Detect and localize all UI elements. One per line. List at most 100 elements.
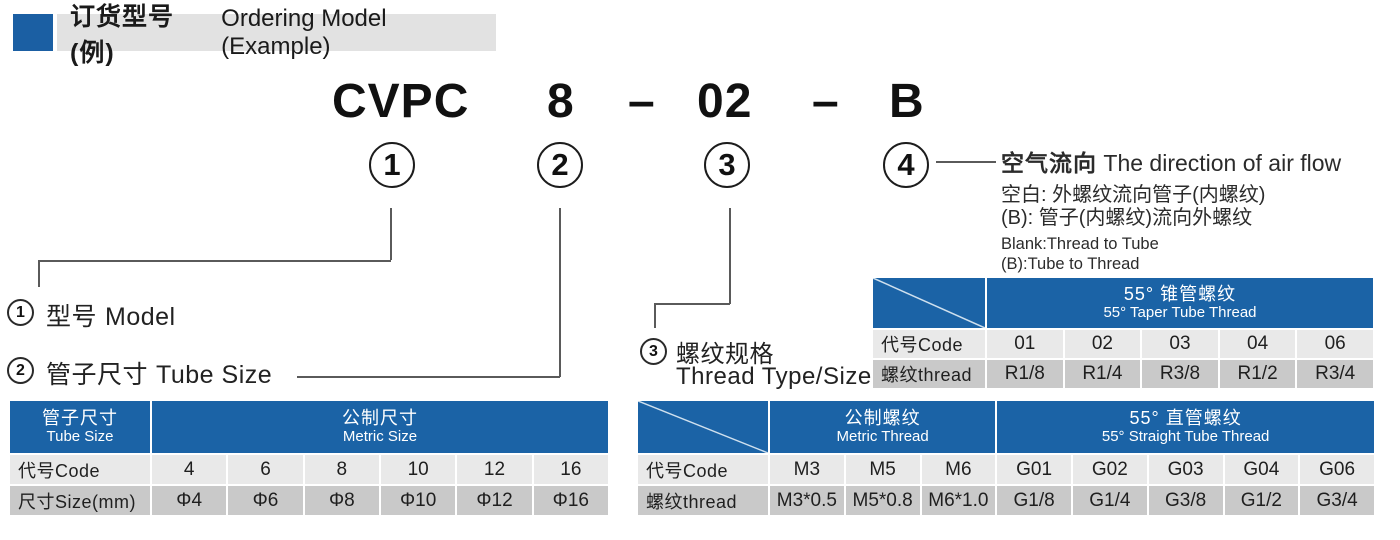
taper-code-cell: 04 [1219,330,1296,358]
taper-code-cell: 06 [1297,330,1373,358]
label-circle-3: 3 [640,338,667,365]
metric-thread-group-zh: 公制螺纹 [844,407,921,428]
taper-thread-cell: R1/2 [1219,360,1296,388]
label-thread-type-en: Thread Type/Size [676,363,872,390]
leader-line-3a [729,208,731,304]
air-flow-title-en: The direction of air flow [1103,150,1342,176]
label-tube-size-en: Tube Size [156,361,273,389]
air-flow-blank-zh: 空白: 外螺纹流向管子(内螺纹) [1001,184,1266,206]
model-code-thread: 02 [697,75,753,128]
label-thread-type-zh: 螺纹规格 [676,341,774,368]
leader-line-2b [297,376,560,378]
diagonal-line [873,278,985,328]
thread-value-cell: G1/2 [1224,486,1299,515]
thread-thread-row-label: 螺纹thread [638,486,768,515]
callout-circle-3: 3 [704,142,750,188]
label-tube-size-zh: 管子尺寸 [46,361,149,389]
section-title-en: Ordering Model (Example) [221,4,387,60]
thread-value-cell: G3/4 [1300,486,1374,515]
tube-code-cell: 16 [533,455,608,484]
thread-value-cell: M6*1.0 [921,486,996,515]
metric-thread-group-en: Metric Thread [836,427,929,445]
taper-group-zh: 55° 锥管螺纹 [1123,283,1237,304]
tube-size-cell: Φ16 [533,486,608,515]
tube-size-cell: Φ4 [152,486,227,515]
thread-diagonal-cell [638,401,768,453]
tube-size-row-label: 尺寸Size(mm) [10,486,150,515]
tube-size-cell: Φ12 [457,486,532,515]
leader-line-1a [390,208,392,260]
taper-group-en: 55° Taper Tube Thread [1103,303,1257,321]
thread-value-cell: M3*0.5 [770,486,844,515]
model-code-prefix: CVPC [332,75,470,128]
thread-value-cell: M5*0.8 [845,486,920,515]
metric-thread-group-header: 公制螺纹 Metric Thread [770,401,996,453]
leader-line-3c [654,303,656,328]
label-circle-1: 1 [7,299,34,326]
taper-code-cell: 02 [1064,330,1141,358]
thread-value-cell: G1/8 [997,486,1071,515]
taper-thread-cell: R3/8 [1142,360,1218,388]
taper-thread-row-label: 螺纹thread [873,360,985,388]
thread-code-cell: M6 [921,455,996,484]
tube-code-cell: 12 [457,455,532,484]
air-flow-b-en: (B):Tube to Thread [1001,255,1140,273]
callout-circle-4: 4 [883,142,929,188]
tube-group-header: 公制尺寸 Metric Size [152,401,608,453]
model-code-dash-2: – [812,75,840,128]
model-code-tube-size: 8 [547,75,575,128]
taper-code-row-label: 代号Code [873,330,985,358]
tube-corner-zh: 管子尺寸 [42,407,118,428]
tube-code-cell: 6 [228,455,303,484]
tube-size-table: 管子尺寸 Tube Size 公制尺寸 Metric Size 代号Code 4… [10,401,608,515]
leader-line-3b [654,303,730,305]
straight-thread-group-zh: 55° 直管螺纹 [1129,407,1242,428]
air-flow-b-zh: (B): 管子(内螺纹)流向外螺纹 [1001,207,1253,229]
taper-diagonal-cell [873,278,985,328]
section-header: 订货型号(例) Ordering Model (Example) [57,3,496,67]
tube-corner-header: 管子尺寸 Tube Size [10,401,150,453]
air-flow-title-zh: 空气流向 [1001,150,1097,176]
taper-thread-cell: R1/8 [987,360,1063,388]
thread-code-row-label: 代号Code [638,455,768,484]
leader-line-1c [38,260,40,287]
air-flow-blank-en: Blank:Thread to Tube [1001,235,1159,253]
label-model-zh: 型号 [46,303,98,331]
thread-value-cell: G3/8 [1148,486,1223,515]
header-accent-square [13,14,53,51]
thread-type-table: 公制螺纹 Metric Thread 55° 直管螺纹 55° Straight… [638,401,1374,515]
leader-line-1b [38,260,391,262]
tube-code-cell: 10 [381,455,456,484]
taper-thread-cell: R1/4 [1064,360,1141,388]
thread-code-cell: G02 [1073,455,1147,484]
thread-value-cell: G1/4 [1073,486,1147,515]
taper-thread-cell: R3/4 [1297,360,1373,388]
straight-thread-group-en: 55° Straight Tube Thread [1101,427,1270,445]
tube-size-cell: Φ6 [228,486,303,515]
tube-group-zh: 公制尺寸 [342,407,418,428]
tube-code-cell: 4 [152,455,227,484]
label-model-en: Model [105,303,176,331]
leader-line-4 [936,161,996,163]
thread-code-cell: G03 [1148,455,1223,484]
tube-corner-en: Tube Size [46,427,114,445]
taper-thread-table: 55° 锥管螺纹 55° Taper Tube Thread 代号Code 01… [873,278,1373,388]
callout-circle-1: 1 [369,142,415,188]
air-flow-note: 空气流向 The direction of air flow 空白: 外螺纹流向… [1001,144,1341,274]
thread-code-cell: M3 [770,455,844,484]
tube-size-cell: Φ8 [304,486,379,515]
thread-code-cell: G04 [1224,455,1299,484]
model-code-dash-1: – [628,75,656,128]
straight-thread-group-header: 55° 直管螺纹 55° Straight Tube Thread [997,401,1374,453]
callout-circle-2: 2 [537,142,583,188]
thread-code-cell: G06 [1300,455,1374,484]
tube-group-en: Metric Size [342,427,418,445]
taper-code-cell: 01 [987,330,1063,358]
tube-code-cell: 8 [304,455,379,484]
taper-group-header: 55° 锥管螺纹 55° Taper Tube Thread [987,278,1373,328]
label-circle-2: 2 [7,357,34,384]
diagonal-line [638,401,768,453]
taper-code-cell: 03 [1142,330,1218,358]
